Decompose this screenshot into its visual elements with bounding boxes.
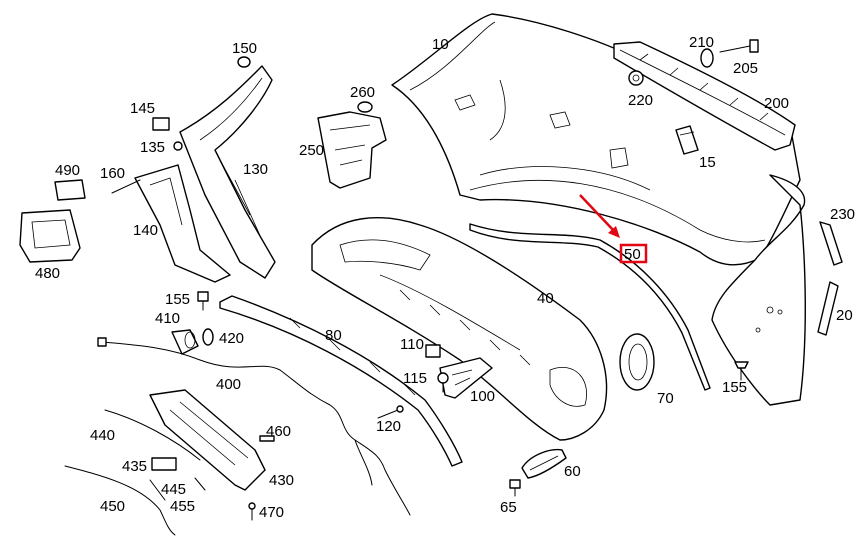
label-200: 200 bbox=[764, 95, 789, 112]
part-20-side-trim[interactable] bbox=[817, 281, 839, 336]
label-15: 15 bbox=[699, 154, 716, 171]
part-420-ring[interactable] bbox=[202, 328, 214, 346]
part-70-trim-ring[interactable] bbox=[619, 333, 655, 391]
part-140-side-guide[interactable] bbox=[134, 164, 231, 283]
label-470: 470 bbox=[259, 504, 284, 521]
part-115-screw[interactable] bbox=[437, 372, 449, 393]
label-460: 460 bbox=[266, 423, 291, 440]
highlight-box-50 bbox=[619, 243, 648, 264]
label-65: 65 bbox=[500, 499, 517, 516]
label-70: 70 bbox=[657, 390, 674, 407]
part-400-wiring-harness[interactable] bbox=[97, 337, 411, 516]
label-10: 10 bbox=[432, 36, 449, 53]
label-145: 145 bbox=[130, 100, 155, 117]
part-250-mount-bracket[interactable] bbox=[317, 111, 387, 189]
label-155-right: 155 bbox=[722, 379, 747, 396]
part-440-cable[interactable] bbox=[104, 409, 201, 461]
part-430-carrier[interactable] bbox=[149, 389, 266, 491]
label-120: 120 bbox=[376, 418, 401, 435]
part-155-clip-left[interactable] bbox=[197, 291, 209, 311]
label-430: 430 bbox=[269, 472, 294, 489]
label-400: 400 bbox=[216, 376, 241, 393]
label-450: 450 bbox=[100, 498, 125, 515]
label-440: 440 bbox=[90, 427, 115, 444]
part-470-screw[interactable] bbox=[248, 502, 256, 521]
part-60-reflector[interactable] bbox=[521, 448, 567, 479]
label-250: 250 bbox=[299, 142, 324, 159]
part-65-clip[interactable] bbox=[509, 479, 521, 497]
part-10-side-extension[interactable] bbox=[711, 174, 806, 406]
label-410: 410 bbox=[155, 310, 180, 327]
label-115: 115 bbox=[403, 370, 427, 387]
part-135-clip[interactable] bbox=[173, 141, 183, 151]
label-205: 205 bbox=[733, 60, 758, 77]
part-460-spacer[interactable] bbox=[259, 435, 275, 442]
label-455: 455 bbox=[170, 498, 195, 515]
part-490-cover[interactable] bbox=[54, 179, 86, 201]
part-150-grommet[interactable] bbox=[237, 56, 251, 68]
part-130-guide-bracket[interactable] bbox=[179, 65, 276, 279]
label-80: 80 bbox=[325, 327, 342, 344]
part-100-bracket[interactable] bbox=[439, 357, 493, 399]
label-160: 160 bbox=[100, 165, 125, 182]
part-120-screw[interactable] bbox=[377, 405, 404, 419]
label-135: 135 bbox=[140, 139, 165, 156]
label-490: 490 bbox=[55, 162, 80, 179]
part-220-grommet[interactable] bbox=[628, 70, 644, 86]
label-110: 110 bbox=[400, 336, 424, 353]
part-480-module[interactable] bbox=[19, 209, 81, 263]
label-100: 100 bbox=[470, 388, 495, 405]
part-230-side-trim[interactable] bbox=[819, 221, 843, 266]
label-50[interactable]: 50 bbox=[624, 246, 641, 263]
part-110-nut[interactable] bbox=[425, 344, 441, 358]
label-20: 20 bbox=[836, 307, 853, 324]
part-200-mounting-rail[interactable] bbox=[613, 41, 796, 151]
label-220: 220 bbox=[628, 92, 653, 109]
highlight-arrow bbox=[579, 194, 616, 233]
label-150: 150 bbox=[232, 40, 257, 57]
part-80-reinforcement[interactable] bbox=[219, 295, 463, 467]
part-40-diffuser[interactable] bbox=[311, 217, 608, 441]
part-15-bracket[interactable] bbox=[675, 125, 699, 155]
part-455-connector[interactable] bbox=[149, 479, 166, 501]
part-435-connector[interactable] bbox=[151, 457, 177, 471]
part-205-bolt[interactable] bbox=[719, 39, 759, 53]
label-480: 480 bbox=[35, 265, 60, 282]
part-155-clip-right[interactable] bbox=[734, 361, 749, 381]
part-410-sensor[interactable] bbox=[171, 329, 199, 355]
label-210: 210 bbox=[689, 34, 714, 51]
label-420: 420 bbox=[219, 330, 244, 347]
part-210-washer[interactable] bbox=[700, 48, 714, 68]
part-50-trim-strip[interactable] bbox=[469, 223, 711, 391]
label-260: 260 bbox=[350, 84, 375, 101]
part-160-screw[interactable] bbox=[111, 179, 141, 194]
highlight-arrowhead bbox=[608, 226, 620, 238]
label-130: 130 bbox=[243, 161, 268, 178]
part-445-connector[interactable] bbox=[194, 477, 206, 491]
label-445: 445 bbox=[161, 481, 186, 498]
label-60: 60 bbox=[564, 463, 581, 480]
part-260-nut[interactable] bbox=[357, 101, 373, 113]
label-155-left: 155 bbox=[165, 291, 190, 308]
part-10-bumper-cover[interactable] bbox=[391, 13, 801, 266]
label-140: 140 bbox=[133, 222, 158, 239]
part-450-cable[interactable] bbox=[64, 465, 176, 536]
part-145-clip[interactable] bbox=[152, 117, 170, 131]
label-40: 40 bbox=[537, 290, 554, 307]
label-435: 435 bbox=[122, 458, 147, 475]
label-230: 230 bbox=[830, 206, 855, 223]
